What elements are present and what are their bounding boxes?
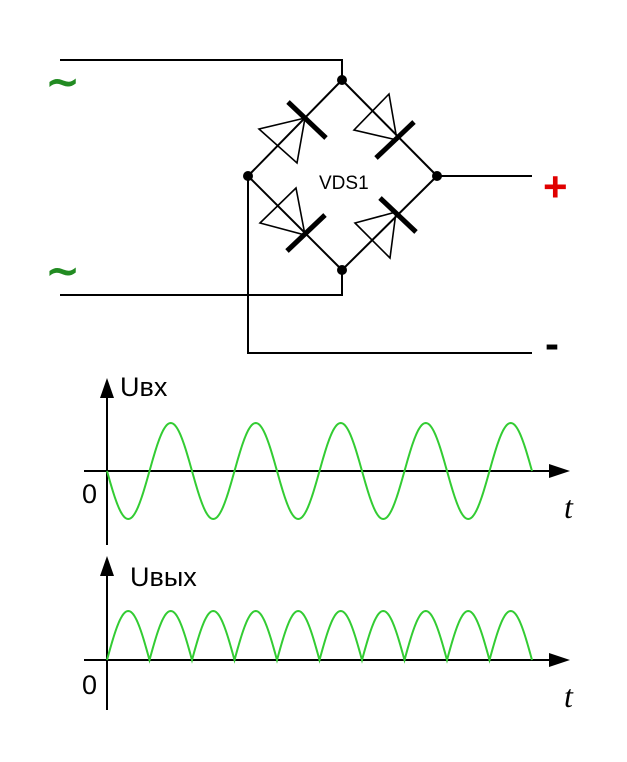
output-minus-symbol: - bbox=[545, 320, 559, 367]
output-y-axis-label: Uвых bbox=[130, 562, 197, 592]
bridge-side-bottom-left bbox=[247, 175, 343, 271]
component-label: VDS1 bbox=[319, 173, 369, 194]
bridge-rectifier-circuit: VDS1 ~ ~ + - bbox=[45, 57, 568, 367]
output-x-axis-arrowhead bbox=[549, 653, 570, 667]
bridge-side-bottom-right bbox=[341, 175, 438, 271]
wire-ac-top bbox=[60, 59, 343, 80]
wire-minus-output bbox=[247, 176, 532, 354]
output-plus-symbol: + bbox=[543, 163, 568, 210]
node-left bbox=[243, 171, 253, 181]
diode-top-right bbox=[352, 92, 416, 160]
input-y-axis-label: Uвх bbox=[120, 372, 168, 402]
input-voltage-graph: Uвх 0 t bbox=[82, 372, 574, 545]
output-rectified-wave bbox=[106, 609, 533, 664]
input-sine-wave bbox=[106, 421, 533, 521]
input-origin-label: 0 bbox=[82, 479, 97, 509]
input-y-axis-arrowhead bbox=[100, 378, 114, 398]
output-x-axis-label: t bbox=[564, 678, 574, 714]
diode-bottom-right bbox=[353, 196, 418, 260]
bridge-side-top-left bbox=[247, 79, 343, 177]
bridge-side-top-right bbox=[341, 79, 438, 177]
output-origin-label: 0 bbox=[82, 670, 97, 700]
wire-ac-bottom bbox=[60, 270, 343, 296]
node-right bbox=[432, 171, 442, 181]
diode-top-left bbox=[257, 100, 328, 165]
output-y-axis-arrowhead bbox=[100, 556, 114, 576]
output-voltage-graph: Uвых 0 t bbox=[82, 556, 574, 714]
ac-input-top-symbol: ~ bbox=[45, 57, 80, 106]
ac-input-bottom-symbol: ~ bbox=[45, 246, 80, 295]
input-x-axis-arrowhead bbox=[549, 464, 570, 478]
node-bottom bbox=[337, 265, 347, 275]
diode-bottom-left bbox=[258, 186, 327, 253]
node-top bbox=[337, 75, 347, 85]
input-x-axis-label: t bbox=[564, 489, 574, 525]
